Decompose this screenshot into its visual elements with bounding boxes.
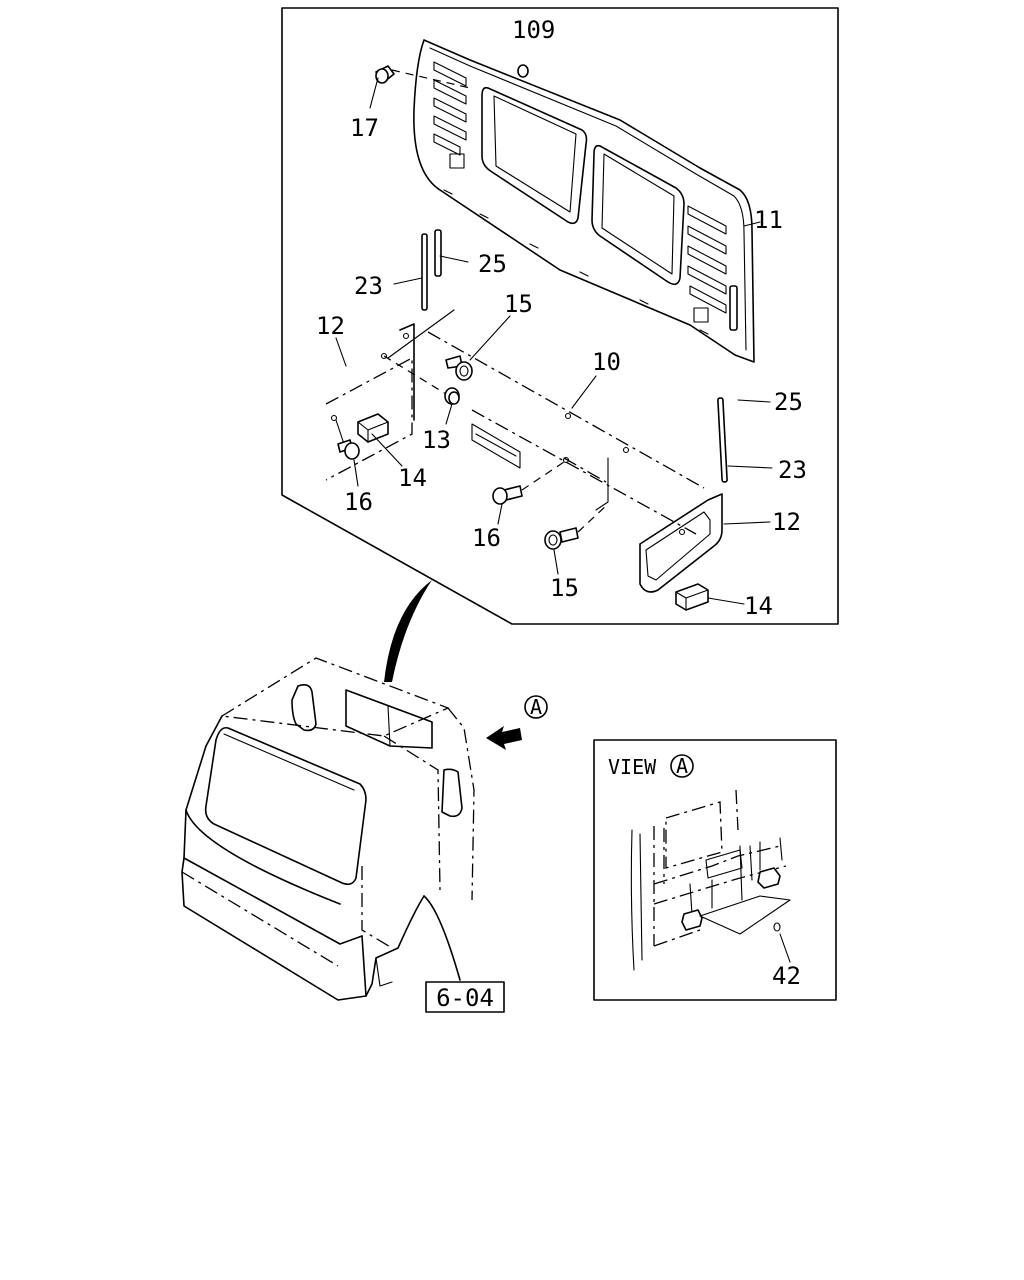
leader-lines [335, 77, 773, 605]
callout-23-left: 23 [354, 272, 383, 300]
weather-strips-left [421, 229, 442, 311]
callout-17: 17 [350, 114, 379, 142]
callout-12-right: 12 [772, 508, 801, 536]
reference-label: 6-04 [436, 984, 494, 1012]
screw-15-upper [445, 355, 473, 381]
callout-15-lower: 15 [550, 574, 579, 602]
detail-pointer [384, 580, 432, 682]
view-label: VIEW [608, 755, 657, 779]
lower-trim-10 [427, 331, 705, 535]
detail-frame [281, 7, 839, 625]
callout-16-left: 16 [344, 488, 373, 516]
clip-16-right [492, 461, 565, 505]
pad-14-right [675, 583, 709, 611]
truck-cab [181, 657, 475, 1001]
callout-109: 109 [512, 16, 555, 44]
view-a-inset: VIEW A 42 [593, 739, 837, 1001]
bracket-12-right [639, 493, 723, 593]
screw-15-lower [544, 503, 609, 550]
callout-42: 42 [772, 962, 801, 990]
callout-13: 13 [422, 426, 451, 454]
nut-13 [383, 355, 460, 405]
callout-16-right: 16 [472, 524, 501, 552]
pad-14-left [357, 413, 389, 443]
grommet-109 [517, 64, 529, 78]
view-a-indicator: A [486, 695, 548, 750]
callout-25-left: 25 [478, 250, 507, 278]
clip-16-left [337, 439, 360, 460]
reference-box: 6-04 [425, 981, 505, 1013]
rear-trim-panel [413, 39, 755, 363]
inset-frame [593, 739, 837, 1001]
clip-17 [375, 65, 471, 89]
callout-14-right: 14 [744, 592, 773, 620]
view-label-marker: A [676, 754, 688, 778]
callout-25-right: 25 [774, 388, 803, 416]
view-a-marker: A [530, 695, 542, 719]
callout-14-left: 14 [398, 464, 427, 492]
callout-10: 10 [592, 348, 621, 376]
callout-23-right: 23 [778, 456, 807, 484]
callout-12-left: 12 [316, 312, 345, 340]
weather-strips-right [717, 285, 738, 483]
callout-11: 11 [754, 206, 783, 234]
bracket-12-left [325, 309, 455, 481]
callout-15-upper: 15 [504, 290, 533, 318]
exploded-detail-panel: 109 17 11 25 23 15 12 10 25 13 23 14 16 … [281, 7, 839, 625]
